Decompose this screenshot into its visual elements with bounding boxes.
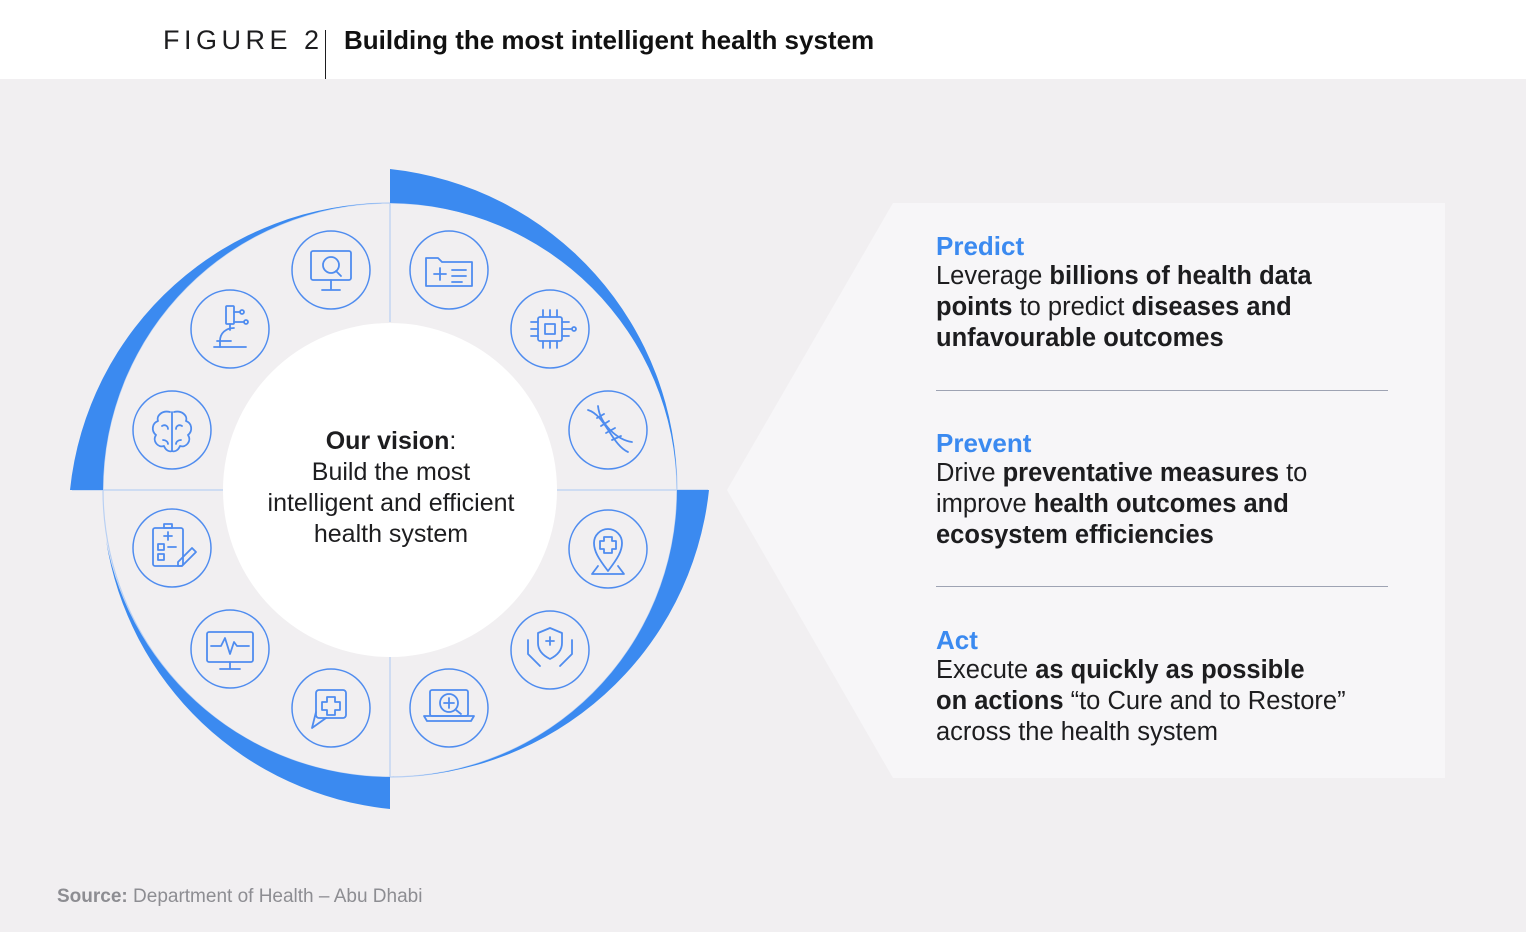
pillar-heading: Act xyxy=(936,625,978,655)
vision-line-1: Build the most xyxy=(311,458,471,486)
monitor-search-icon xyxy=(291,230,371,310)
pillars-panel xyxy=(727,203,1445,778)
bold-span: unfavourable outcomes xyxy=(936,324,1224,352)
pillar-prevent: Prevent Drive preventative measures to i… xyxy=(936,428,1396,551)
text-span: Execute xyxy=(936,656,1036,684)
pillar-separator xyxy=(936,586,1388,587)
monitor-heartbeat-icon xyxy=(190,609,270,689)
figure-label: FIGURE 2 xyxy=(163,25,324,55)
text-span: “to Cure and to Restore” xyxy=(1063,687,1346,715)
bold-span: preventative measures xyxy=(1002,459,1279,487)
header-divider xyxy=(325,30,326,79)
bold-span: on actions xyxy=(936,687,1064,715)
pillar-act: Act Execute as quickly as possible on ac… xyxy=(936,625,1396,748)
pillar-description: Leverage billions of health data points … xyxy=(936,261,1396,354)
source-text: Department of Health – Abu Dhabi xyxy=(127,886,423,907)
medical-clipboard-icon xyxy=(132,508,212,588)
figure-title: Building the most intelligent health sys… xyxy=(344,25,875,55)
accent-arc-bottom-right xyxy=(390,490,709,777)
pillar-heading: Predict xyxy=(936,231,1025,261)
text-span: to xyxy=(1279,459,1308,487)
bold-span: points xyxy=(936,293,1013,321)
dna-icon xyxy=(568,390,648,470)
accent-arc-bottom-left xyxy=(106,540,390,809)
figure-header: FIGURE 2 Building the most intelligent h… xyxy=(0,0,1526,79)
text-span: Drive xyxy=(936,459,1003,487)
hands-shield-icon xyxy=(510,610,590,690)
ai-chip-icon xyxy=(510,289,590,369)
accent-arc-top-right xyxy=(390,169,678,490)
vision-colon: : xyxy=(449,427,457,455)
vision-line-2: intelligent and efficient xyxy=(267,489,515,517)
vision-lead: Our vision xyxy=(325,427,450,455)
source-note: Source: Department of Health – Abu Dhabi xyxy=(57,885,422,909)
laptop-medical-icon xyxy=(409,668,489,748)
bold-span: ecosystem efficiencies xyxy=(936,521,1214,549)
pillar-description: Execute as quickly as possible on action… xyxy=(936,655,1396,748)
source-label: Source: xyxy=(57,886,128,907)
medical-folder-icon xyxy=(409,230,489,310)
text-span: improve xyxy=(936,490,1034,518)
microscope-icon xyxy=(190,289,270,369)
pillar-predict: Predict Leverage billions of health data… xyxy=(936,231,1396,354)
text-span: across the health system xyxy=(936,718,1219,746)
vision-circle xyxy=(223,323,557,657)
pillar-description: Drive preventative measures to improve h… xyxy=(936,458,1396,551)
bold-span: diseases and xyxy=(1131,293,1292,321)
bold-span: health outcomes and xyxy=(1033,490,1289,518)
vision-statement: Our vision: Build the most intelligent a… xyxy=(241,426,541,550)
accent-arc-top-left xyxy=(70,202,390,490)
pillar-heading: Prevent xyxy=(936,428,1032,458)
brain-icon xyxy=(132,390,212,470)
vision-line-3: health system xyxy=(313,520,469,548)
bold-span: billions of health data xyxy=(1049,262,1312,290)
text-span: Leverage xyxy=(936,262,1050,290)
pillar-separator xyxy=(936,390,1388,391)
bold-span: as quickly as possible xyxy=(1035,656,1305,684)
location-pin-medical-icon xyxy=(568,509,648,589)
text-span: to predict xyxy=(1012,293,1132,321)
chat-medical-icon xyxy=(291,668,371,748)
